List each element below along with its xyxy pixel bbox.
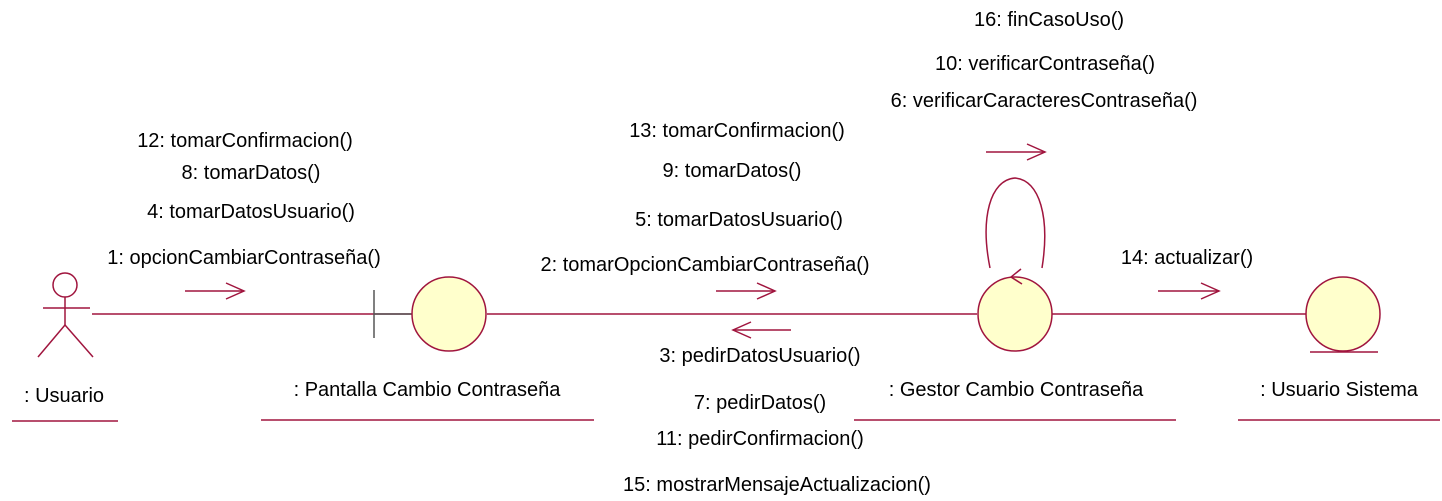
- message-label: 12: tomarConfirmacion(): [137, 130, 353, 152]
- control-object-icon: [977, 268, 1053, 352]
- message-label: 6: verificarCaracteresContraseña(): [891, 90, 1198, 112]
- boundary-label: : Pantalla Cambio Contraseña: [294, 379, 562, 401]
- arrow-control-self: [986, 143, 1047, 161]
- message-label: 5: tomarDatosUsuario(): [635, 209, 843, 231]
- entity-label: : Usuario Sistema: [1260, 379, 1419, 401]
- arrow-control-to-boundary: [731, 321, 791, 339]
- message-arrows: [185, 143, 1221, 339]
- messages-boundary-to-control: 13: tomarConfirmacion() 9: tomarDatos() …: [540, 120, 869, 276]
- actor-usuario-icon: [37, 272, 94, 358]
- message-label: 11: pedirConfirmacion(): [656, 428, 864, 450]
- message-label: 15: mostrarMensajeActualizacion(): [623, 474, 931, 496]
- message-label: 2: tomarOpcionCambiarContraseña(): [540, 254, 869, 276]
- message-label: 16: finCasoUso(): [974, 9, 1124, 31]
- arrow-control-to-entity: [1158, 282, 1221, 300]
- messages-control-self: 16: finCasoUso() 10: verificarContraseña…: [891, 9, 1198, 112]
- message-label: 1: opcionCambiarContraseña(): [107, 247, 380, 269]
- control-label: : Gestor Cambio Contraseña: [889, 379, 1144, 401]
- entity-object-icon: [1305, 276, 1381, 353]
- message-label: 4: tomarDatosUsuario(): [147, 201, 355, 223]
- self-link-loop: [985, 177, 1046, 269]
- message-label: 10: verificarContraseña(): [935, 53, 1155, 75]
- message-label: 8: tomarDatos(): [182, 162, 321, 184]
- messages-control-to-boundary: 3: pedirDatosUsuario() 7: pedirDatos() 1…: [623, 345, 931, 496]
- messages-control-to-entity: 14: actualizar(): [1121, 247, 1253, 269]
- arrow-actor-to-boundary: [185, 282, 246, 300]
- arrow-boundary-to-control: [716, 282, 777, 300]
- boundary-object-icon: [373, 276, 487, 352]
- message-label: 9: tomarDatos(): [663, 160, 802, 182]
- actor-label: : Usuario: [24, 385, 104, 407]
- message-label: 14: actualizar(): [1121, 247, 1253, 269]
- message-label: 3: pedirDatosUsuario(): [659, 345, 860, 367]
- message-label: 7: pedirDatos(): [694, 392, 826, 414]
- message-label: 13: tomarConfirmacion(): [629, 120, 845, 142]
- messages-actor-to-boundary: 12: tomarConfirmacion() 8: tomarDatos() …: [107, 130, 380, 269]
